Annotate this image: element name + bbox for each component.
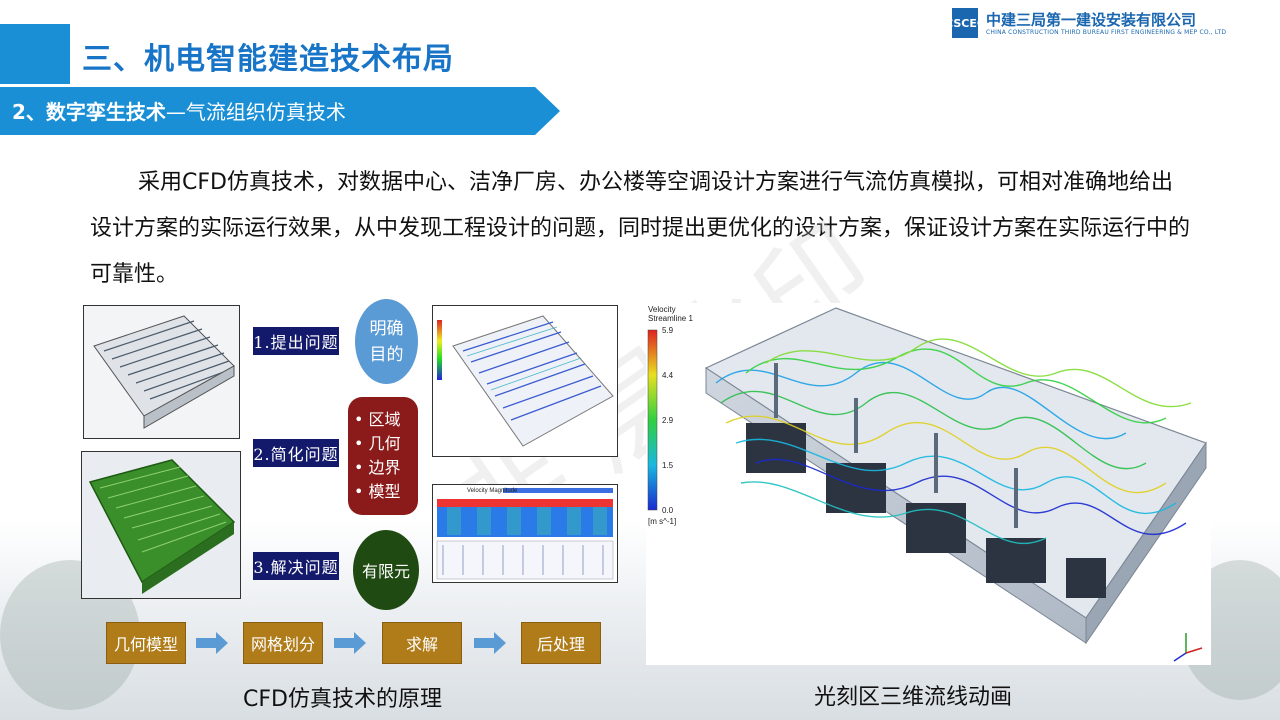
company-name-cn: 中建三局第一建设安装有限公司 <box>986 11 1197 29</box>
legend-tick: 1.5 <box>662 461 674 470</box>
subtitle-banner <box>0 87 560 135</box>
page-title: 三、机电智能建造技术布局 <box>82 42 454 77</box>
contour-title: Velocity Magnitude <box>467 488 518 494</box>
subtitle-bold: 2、数字孪生技术 <box>12 100 166 124</box>
purpose-circle-text: 明确目的 <box>369 318 404 365</box>
step-1-box: 1.提出问题 <box>253 327 339 355</box>
contour-plot-image: Velocity Magnitude <box>432 484 618 583</box>
bullet-item: • 模型 <box>354 482 401 501</box>
bullet-item: • 边界 <box>354 458 401 477</box>
body-paragraph: 采用CFD仿真技术，对数据中心、洁净厂房、办公楼等空调设计方案进行气流仿真模拟，… <box>90 170 1191 287</box>
subtitle-rest: —气流组织仿真技术 <box>165 100 346 124</box>
streamline-3d-figure: Velocity Streamline 1 5.9 4.4 2.9 1.5 0.… <box>646 303 1211 665</box>
flow-step-solve: 求解 <box>382 622 462 664</box>
flow-step-postprocess: 后处理 <box>521 622 601 664</box>
right-caption: 光刻区三维流线动画 <box>814 685 1013 710</box>
bullet-item: • 区域 <box>354 410 401 429</box>
legend-tick: 2.9 <box>662 416 674 425</box>
bullet-item: • 几何 <box>354 434 401 453</box>
company-logo-icon: CSCEC <box>945 8 985 38</box>
legend-tick: 4.4 <box>662 371 674 380</box>
legend-tick: 5.9 <box>662 326 674 335</box>
left-caption: CFD仿真技术的原理 <box>243 687 442 712</box>
mesh-model-image <box>81 451 241 599</box>
legend-title-1: Velocity <box>648 305 676 314</box>
simplify-bullets-box: • 区域 • 几何 • 边界 • 模型 <box>348 397 418 515</box>
purpose-circle: 明确目的 <box>355 299 418 384</box>
flow-step-meshing: 网格划分 <box>243 622 323 664</box>
legend-unit: [m s^-1] <box>648 517 677 526</box>
step-3-box: 3.解决问题 <box>253 552 339 580</box>
title-accent-bar <box>0 24 70 84</box>
legend-title-2: Streamline 1 <box>648 314 693 323</box>
arrow-right-icon <box>196 632 228 654</box>
step-2-box: 2.简化问题 <box>253 439 339 467</box>
arrow-right-icon <box>474 632 506 654</box>
fem-circle-text: 有限元 <box>361 562 410 581</box>
geometry-model-image <box>83 305 240 439</box>
company-name-en: CHINA CONSTRUCTION THIRD BUREAU FIRST EN… <box>986 29 1227 36</box>
section-subtitle: 2、数字孪生技术—气流组织仿真技术 <box>12 96 346 125</box>
flow-step-geometry: 几何模型 <box>106 622 186 664</box>
legend-tick: 0.0 <box>662 506 674 515</box>
fem-circle: 有限元 <box>353 530 419 610</box>
streamline-sim-image <box>432 305 618 457</box>
arrow-right-icon <box>334 632 366 654</box>
flow-arrows <box>196 632 506 654</box>
